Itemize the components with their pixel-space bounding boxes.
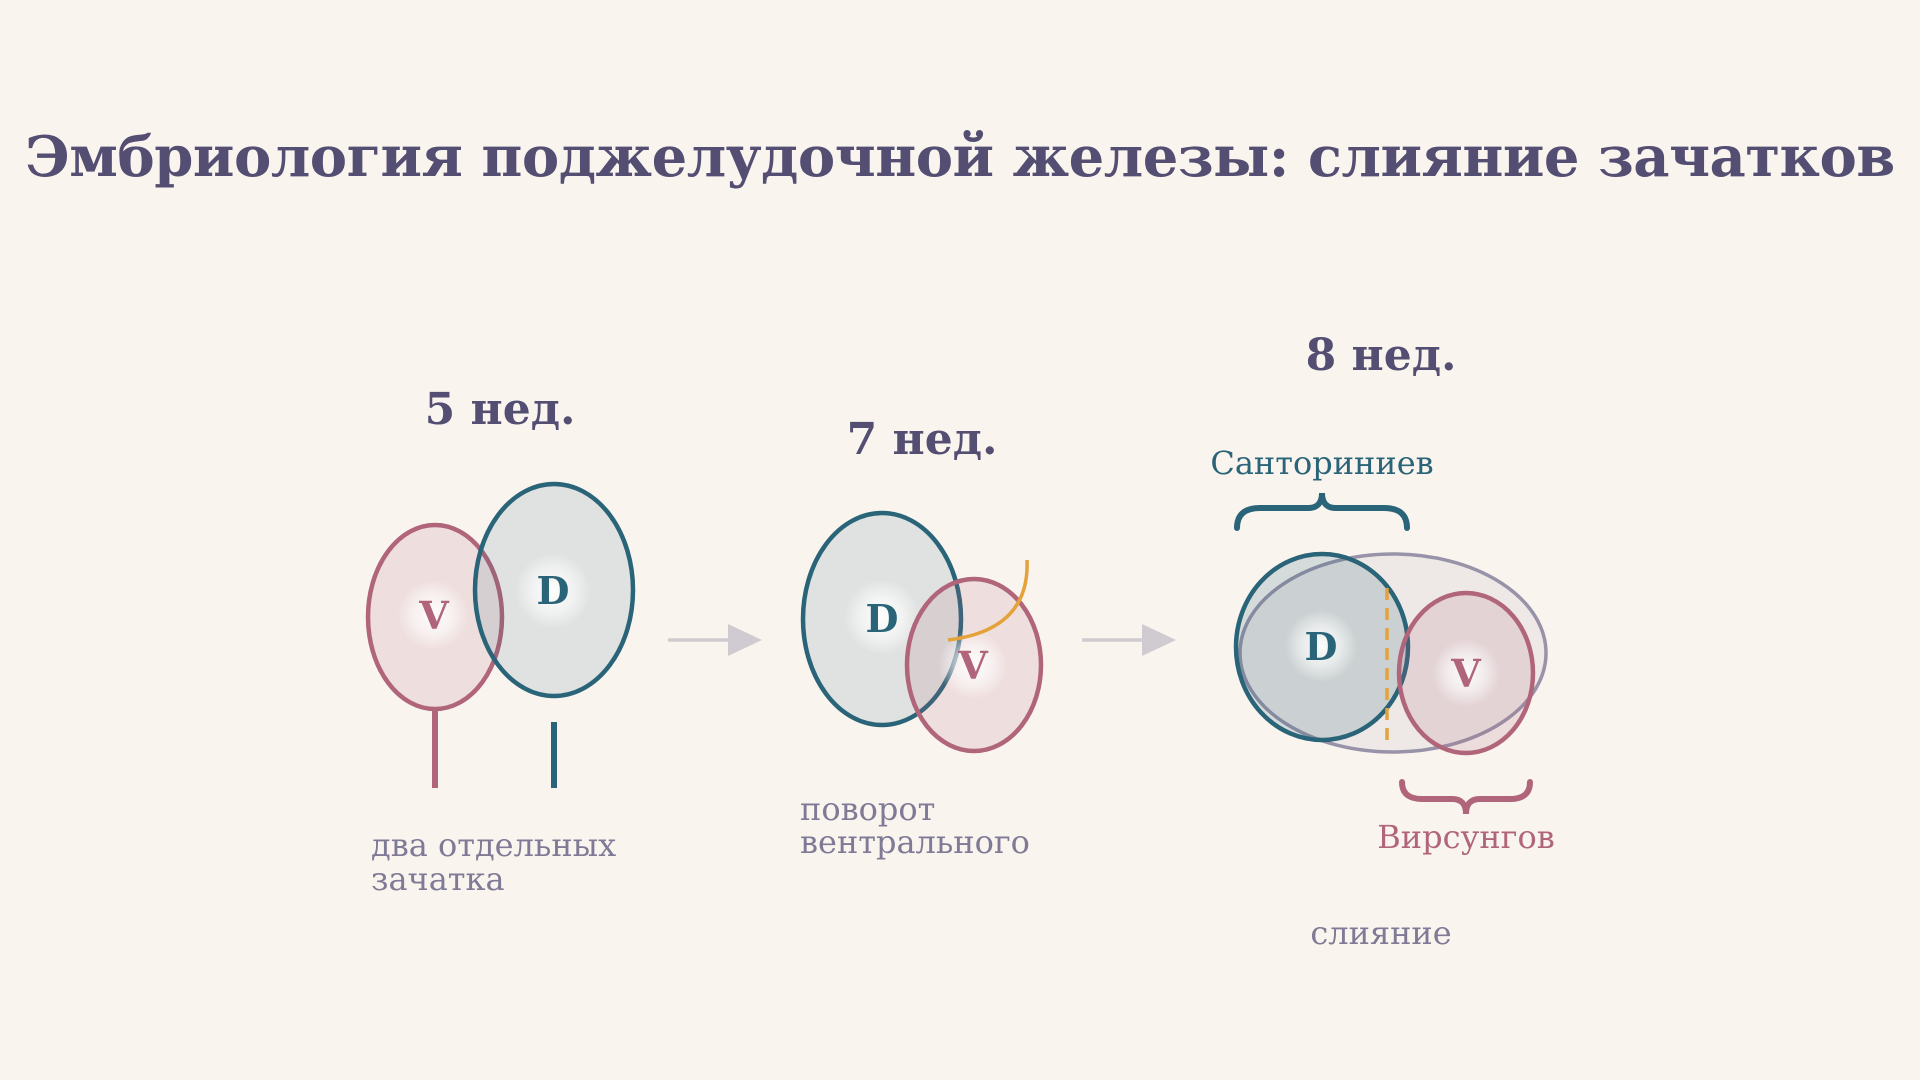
arrow-right-icon [668, 624, 762, 656]
ventral-bud: V [904, 576, 1044, 754]
stage-title-7-weeks: 7 нед. [847, 414, 998, 465]
santorini-duct-label: Санториниев [1210, 444, 1433, 482]
dorsal-bud-letter: D [537, 568, 570, 613]
stage-5-weeks: 5 нед. V D два отдельных зачатка [365, 384, 636, 898]
brace-icon [1399, 779, 1533, 815]
stage-caption-8-weeks: слияние [1310, 914, 1451, 952]
dorsal-bud: D [472, 481, 636, 788]
stage-title-8-weeks: 8 нед. [1306, 330, 1457, 381]
ventral-bud-letter: V [418, 593, 450, 638]
stage-caption-5-weeks: два отдельных зачатка [371, 826, 626, 898]
dorsal-bud-letter: D [866, 596, 899, 641]
ventral-bud-letter: V [957, 643, 989, 688]
ventral-bud-letter: V [1450, 651, 1482, 696]
wirsung-duct-label: Вирсунгов [1377, 818, 1554, 856]
stage-8-weeks: 8 нед. Санториниев D V Вирсунгов слияние [1210, 330, 1554, 952]
stage-7-weeks: 7 нед. D V поворот вентрального [800, 414, 1044, 861]
dorsal-bud: D [800, 510, 964, 728]
page-title: Эмбриология поджелудочной железы: слияни… [25, 124, 1895, 190]
stage-caption-7-weeks: поворот вентрального [800, 790, 1030, 861]
rotation-path [947, 559, 1029, 642]
brace-icon [1234, 492, 1410, 531]
ventral-bud: V [365, 522, 505, 788]
arrow-right-icon [1082, 624, 1176, 656]
dorsal-bud-letter: D [1305, 624, 1338, 669]
ventral-bud: V [1396, 590, 1536, 756]
stage-title-5-weeks: 5 нед. [425, 384, 576, 435]
dorsal-bud: D [1233, 551, 1411, 743]
